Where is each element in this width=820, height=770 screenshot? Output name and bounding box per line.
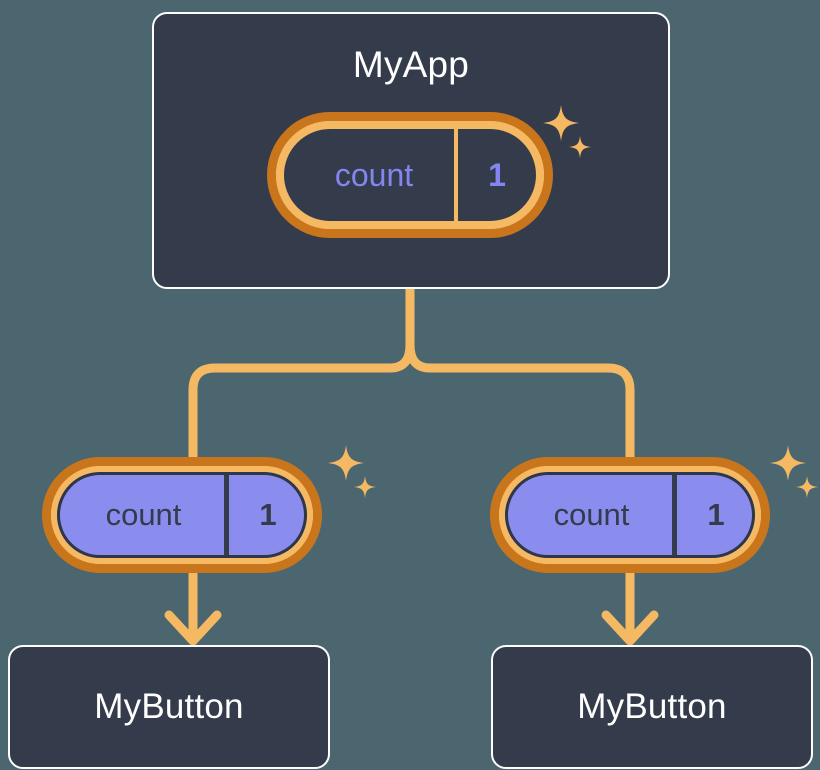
state-key-label: count	[334, 156, 414, 193]
prop-pill-outer-ring: count 1	[490, 457, 770, 573]
mybutton-right-component-card[interactable]: MyButton	[491, 645, 813, 769]
prop-key-label: count	[553, 497, 630, 532]
state-value-label: 1	[454, 129, 536, 221]
myapp-title: MyApp	[352, 44, 470, 85]
prop-pill-outer-ring: count 1	[42, 457, 322, 573]
mybutton-left-title: MyButton	[94, 687, 244, 726]
myapp-state-pill[interactable]: count 1	[267, 112, 553, 238]
prop-key-label: count	[105, 497, 182, 532]
arrow-down-icon	[164, 610, 222, 646]
arrow-down-icon	[601, 610, 659, 646]
connector-to-right-child	[405, 340, 635, 463]
prop-pill-inner: count 1	[499, 466, 761, 564]
state-pill-inner: count 1	[276, 121, 544, 229]
prop-value-label: 1	[224, 472, 307, 558]
state-pill-outer-ring: count 1	[267, 112, 553, 238]
right-child-prop-pill[interactable]: count 1	[490, 457, 770, 573]
prop-pill-inner: count 1	[51, 466, 313, 564]
mybutton-right-title: MyButton	[577, 687, 727, 726]
connector-to-left-child	[188, 340, 415, 463]
mybutton-left-component-card[interactable]: MyButton	[8, 645, 330, 769]
left-child-prop-pill[interactable]: count 1	[42, 457, 322, 573]
prop-value-label: 1	[672, 472, 755, 558]
